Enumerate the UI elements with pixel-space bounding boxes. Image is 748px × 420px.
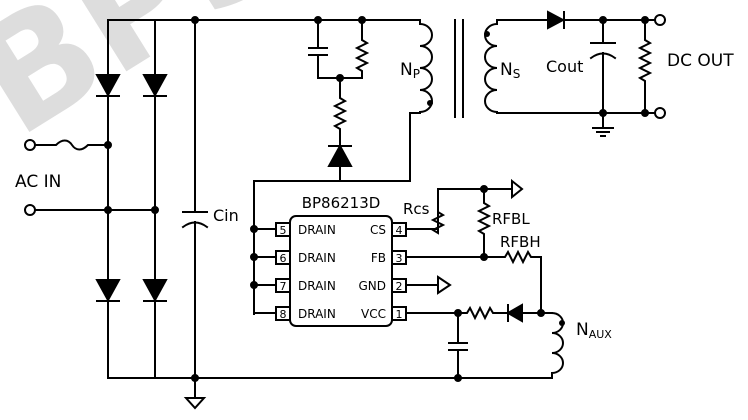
gnd-pin-ground-icon <box>437 275 452 295</box>
labels: AC IN Cin Cout DC OUT NP NS NAUX Rcs RFB… <box>15 51 734 341</box>
ic-name-label: BP86213D <box>302 194 381 212</box>
pin-4-name: CS <box>370 223 386 237</box>
np-label: NP <box>400 60 420 81</box>
pin-1-number: 1 <box>396 308 403 321</box>
pin-8-number: 8 <box>280 308 287 321</box>
ac-input <box>24 139 156 216</box>
bridge-diode-3-icon <box>95 279 121 303</box>
bridge-diode-2-icon <box>142 74 168 98</box>
dc-out-terminal-pos <box>654 14 666 26</box>
clamp-diode-icon <box>327 143 353 167</box>
dc-out-terminal-neg <box>654 107 666 119</box>
bridge-diode-4-icon <box>142 279 168 303</box>
bridge-diode-1-icon <box>95 74 121 98</box>
primary-ground-icon <box>183 397 207 410</box>
pin-1-name: VCC <box>361 307 386 321</box>
ac-terminal-2 <box>24 204 36 216</box>
pin-5-name: DRAIN <box>298 223 336 237</box>
pin-6-name: DRAIN <box>298 251 336 265</box>
secondary-winding <box>484 22 499 114</box>
feedback-network <box>405 178 542 312</box>
pin-3-number: 3 <box>396 252 403 265</box>
ac-terminal-1 <box>24 139 36 151</box>
ns-label: NS <box>500 60 520 81</box>
aux-diode-icon <box>505 303 523 323</box>
bridge-left-column-wire <box>107 19 553 379</box>
dc-out-label: DC OUT <box>667 51 734 71</box>
output-stage <box>496 10 666 137</box>
cout-label: Cout <box>546 57 583 76</box>
naux-label: NAUX <box>576 320 612 341</box>
pin-2-name: GND <box>358 279 386 293</box>
transformer <box>418 19 499 118</box>
ac-in-label: AC IN <box>15 172 61 192</box>
pin-4-number: 4 <box>396 224 403 237</box>
cs-ground-icon <box>511 178 524 200</box>
rfbh-label: RFBH <box>500 233 541 251</box>
pin-7-name: DRAIN <box>298 279 336 293</box>
rfbl-label: RFBL <box>492 210 530 228</box>
primary-winding <box>418 22 433 114</box>
fuse-icon <box>34 139 109 151</box>
pin-8-name: DRAIN <box>298 307 336 321</box>
top-rail-wire <box>107 19 421 25</box>
pin-5-number: 5 <box>280 224 287 237</box>
pin-2-number: 2 <box>396 280 403 293</box>
cin-label: Cin <box>213 206 239 225</box>
cin-capacitor <box>181 16 209 410</box>
pin-7-number: 7 <box>280 280 287 293</box>
rcd-snubber <box>253 16 421 182</box>
pin-3-name: FB <box>371 251 386 265</box>
pin-6-number: 6 <box>280 252 287 265</box>
rcs-label: Rcs <box>403 200 430 218</box>
output-diode-icon <box>547 10 566 30</box>
vcc-supply <box>405 303 565 382</box>
